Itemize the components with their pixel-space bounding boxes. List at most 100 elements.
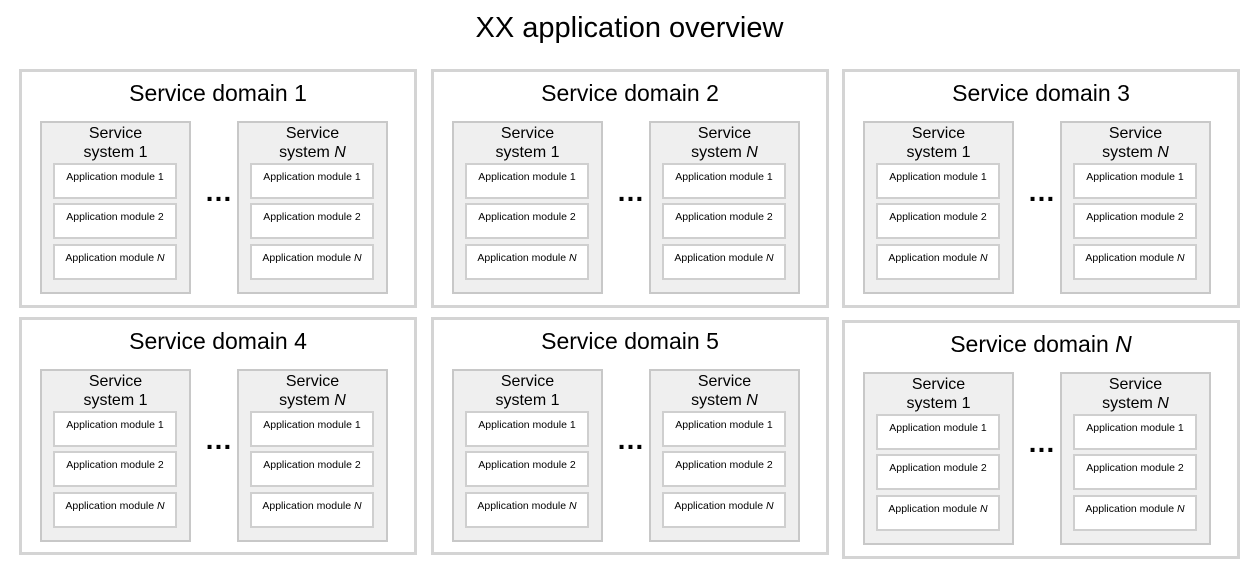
application-module: Application module N [1073,495,1197,531]
application-module: Application module 1 [662,411,786,447]
index-label: 1 [354,171,361,183]
application-module: Application module 2 [1073,454,1197,490]
module-label: Application module [477,500,567,512]
module-label: Application module [66,171,155,183]
system-title-line1: Service [285,125,340,142]
module-label: Application module [1086,462,1175,474]
system-title-line1: Service [500,373,555,390]
index-label: N [746,392,758,409]
index-label: 1 [961,144,971,161]
module-label: Application module [478,211,567,223]
index-label: 2 [980,211,987,223]
index-label: 1 [354,419,361,431]
index-label: N [354,500,362,512]
index-label: N [354,252,362,264]
index-label: 1 [766,171,773,183]
index-label: N [1177,252,1185,264]
module-label: Application module [65,500,155,512]
index-label: 5 [706,328,719,354]
system-title-line2: system 1 [454,391,601,410]
module-label: Application module [263,171,352,183]
application-module: Application module N [465,492,589,528]
application-module: Application module 2 [53,203,177,239]
index-label: 1 [157,419,164,431]
index-label: 2 [766,459,773,471]
module-label: Application module [262,500,352,512]
system-title-line1: Service [88,373,143,390]
system-title-line1: Service [697,125,752,142]
module-label: Application module [675,171,764,183]
system-title-line2: system N [651,391,798,410]
module-label: Application module [889,171,978,183]
domain-title-text: Service domain [952,80,1111,106]
module-label: Application module [263,211,352,223]
module-label: Application module [1086,422,1175,434]
index-label: 2 [157,459,164,471]
application-module: Application module 1 [662,163,786,199]
module-label: Application module [263,459,352,471]
system-title-text: system [1102,395,1153,412]
module-label: Application module [263,419,352,431]
module-label: Application module [478,459,567,471]
index-label: 2 [1177,211,1184,223]
application-module: Application module N [465,244,589,280]
index-label: N [1157,144,1169,161]
index-label: N [569,500,577,512]
module-label: Application module [478,419,567,431]
domain-title-text: Service domain [950,331,1109,357]
index-label: 1 [138,392,148,409]
module-label: Application module [674,500,764,512]
system-title-line1: Service [1108,376,1163,393]
domain-title: Service domain 4 [22,327,414,355]
application-module: Application module N [53,244,177,280]
index-label: N [157,252,165,264]
ellipsis-connector: … [1027,176,1058,207]
ellipsis-connector: … [204,176,235,207]
domain-title-text: Service domain [541,328,700,354]
system-title-text: system [279,392,330,409]
index-label: N [980,252,988,264]
module-label: Application module [888,252,978,264]
application-module: Application module N [1073,244,1197,280]
application-module: Application module 1 [53,163,177,199]
system-title-line1: Service [911,376,966,393]
index-label: 1 [980,171,987,183]
application-module: Application module N [250,244,374,280]
index-label: N [766,252,774,264]
index-label: 1 [569,171,576,183]
system-title-line2: system 1 [454,143,601,162]
application-module: Application module 2 [465,451,589,487]
application-module: Application module 2 [1073,203,1197,239]
index-label: 1 [766,419,773,431]
module-label: Application module [1086,171,1175,183]
application-module: Application module 1 [250,163,374,199]
domain-title: Service domain 3 [845,79,1237,107]
index-label: 1 [569,419,576,431]
index-label: N [1115,331,1132,357]
module-label: Application module [675,459,764,471]
module-label: Application module [889,462,978,474]
system-title-text: system [279,144,330,161]
domain-title: Service domain 2 [434,79,826,107]
domain-title: Service domain N [845,330,1237,358]
system-title-text: system [83,144,135,161]
system-title-line2: system 1 [865,143,1012,162]
module-label: Application module [478,171,567,183]
application-module: Application module N [250,492,374,528]
system-title-line2: system 1 [865,394,1012,413]
module-label: Application module [1085,503,1175,515]
module-label: Application module [66,459,155,471]
